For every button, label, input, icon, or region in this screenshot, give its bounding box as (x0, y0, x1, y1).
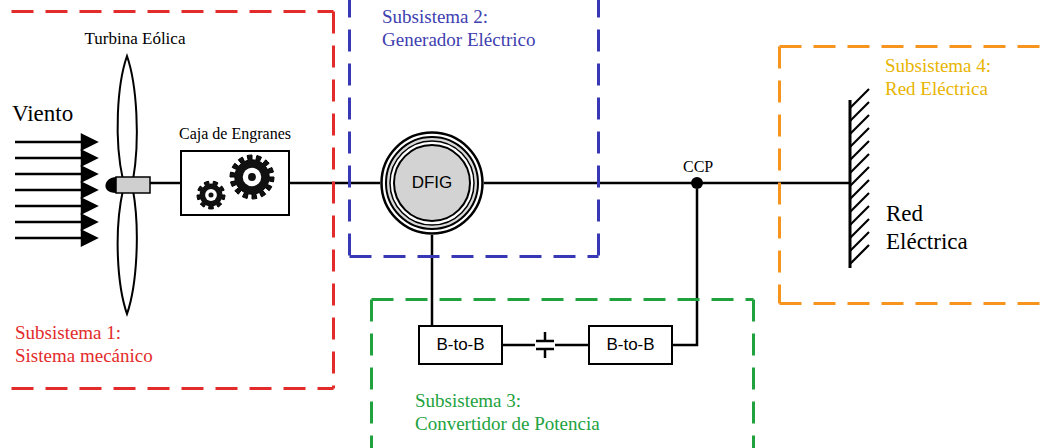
gear (230, 155, 274, 199)
shaft-or-wire (290, 182, 380, 185)
converter-box: B-to-B (418, 325, 503, 365)
wind-arrowhead (82, 183, 96, 197)
pcc-dot (691, 177, 703, 189)
dashed-border (780, 45, 1045, 48)
stator-ring (386, 137, 478, 229)
turbine-blade (118, 56, 137, 180)
subsystem-heading: Subsistema 4: Red Eléctrica (885, 55, 995, 101)
gearbox-box: Caja de Engranes (180, 150, 290, 216)
gears (197, 155, 274, 209)
generator-label: DFIG (412, 173, 453, 193)
gear (197, 181, 225, 209)
pcc-label-anchor: CCP (683, 157, 713, 176)
wind-arrows (15, 135, 96, 245)
capacitor-plate (536, 340, 554, 343)
air-gap (390, 141, 474, 225)
grid-label: Red Eléctrica (886, 200, 891, 255)
wind-arrowhead (82, 215, 96, 229)
wind-turbine (105, 56, 180, 314)
wind-arrow (15, 189, 84, 192)
shaft-or-wire (431, 235, 434, 325)
turbine-label-anchor: Turbina Eólica (85, 29, 186, 49)
subsystem-heading: Subsistema 1: Sistema mecánico (15, 322, 156, 368)
dashed-border (350, 255, 599, 258)
wind-arrowhead (82, 167, 96, 181)
capacitor-wire (544, 332, 547, 341)
subsystem-region: Subsistema 1: Sistema mecánico Caja de En… (10, 10, 335, 390)
hatch-stroke (850, 245, 869, 264)
dashed-border (12, 10, 334, 13)
subsystem-region: Subsistema 4: Red Eléctrica (778, 45, 1045, 305)
capacitor-symbol (535, 332, 555, 358)
dashed-border (778, 47, 781, 304)
dashed-border (597, 0, 600, 257)
dashed-border (780, 302, 1045, 305)
subsystem-region: Subsistema 2: Generador EléctricoDFIG (348, 0, 600, 258)
capacitor-gap (535, 343, 555, 348)
converter-box: B-to-B (588, 325, 673, 365)
converter-label: B-to-B (606, 335, 654, 355)
gear-hub (248, 173, 256, 181)
generator-circle: DFIG (380, 131, 484, 235)
pcc-label: CCP (683, 157, 713, 176)
stator-ring (382, 133, 483, 234)
grid-hatch (850, 89, 869, 264)
dashed-border (348, 0, 351, 257)
gearbox-heading: Caja de Engranes (179, 124, 291, 143)
dashed-border (332, 12, 335, 389)
wind-arrowhead (82, 135, 96, 149)
wind-arrow (15, 173, 84, 176)
grid-label-anchor: Red Eléctrica (886, 200, 891, 255)
dashed-border (372, 298, 754, 301)
converter-label: B-to-B (436, 335, 484, 355)
turbine-spinner (105, 177, 116, 193)
wind-arrowhead (82, 151, 96, 165)
subsystem-region: Subsistema 3: Convertidor de Potencia B-t… (370, 298, 755, 448)
turbine-nacelle (116, 177, 150, 193)
dashed-border (370, 300, 373, 448)
subsystem-heading: Subsistema 2: Generador Eléctrico (382, 6, 539, 52)
turbine-blade (118, 190, 137, 314)
dashed-border (752, 300, 755, 448)
dashed-border (12, 387, 334, 390)
wind-label: Viento (12, 100, 73, 128)
wind-label-anchor: Viento (12, 100, 73, 128)
capacitor-wire (544, 349, 547, 358)
gear-hub (208, 192, 213, 197)
turbine-label: Turbina Eólica (85, 29, 186, 49)
wind-arrow (15, 205, 84, 208)
wind-arrowhead (82, 231, 96, 245)
wind-arrowhead (82, 199, 96, 213)
subsystem-heading: Subsistema 3: Convertidor de Potencia (415, 390, 603, 436)
rotor-disc (394, 145, 470, 221)
wind-arrow (15, 141, 84, 144)
gear-hole (205, 189, 217, 201)
wind-arrow (15, 157, 84, 160)
gear-hole (243, 168, 261, 186)
wind-arrow (15, 237, 84, 240)
shaft (150, 182, 180, 185)
wind-arrow (15, 221, 84, 224)
converter-line (673, 189, 697, 345)
stator-line (484, 182, 850, 185)
